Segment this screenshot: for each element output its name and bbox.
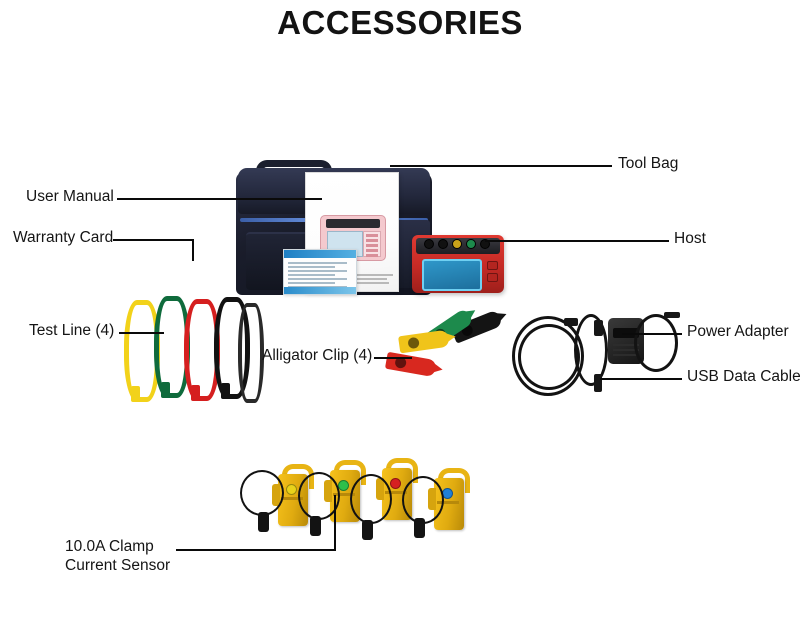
clamp-current-sensors-image xyxy=(240,458,476,562)
host-terminal-4 xyxy=(466,239,476,249)
manual-device-top-panel xyxy=(326,219,380,228)
clamp-sensor-1-cable xyxy=(240,470,284,516)
manual-device-keypad xyxy=(363,231,381,257)
usb-connector-b xyxy=(594,320,603,336)
usb-cable-tail xyxy=(574,314,608,386)
warranty-card-footer-band xyxy=(284,287,356,294)
usb-connector-c xyxy=(594,374,602,392)
usb-cable-loop-inner xyxy=(518,324,580,390)
clamp-sensor-2-connector xyxy=(310,516,321,536)
callout-label-alligator-clip: Alligator Clip (4) xyxy=(262,347,373,364)
callout-label-power-adapter: Power Adapter xyxy=(687,323,789,340)
callout-label-clamp-sensor: 10.0A Clamp Current Sensor xyxy=(65,538,170,576)
host-lcd-screen xyxy=(422,259,482,291)
clamp-sensor-2-indicator xyxy=(338,480,349,491)
clamp-sensor-3-indicator xyxy=(390,478,401,489)
host-button-upper xyxy=(487,261,498,270)
clamp-sensor-3-connector xyxy=(362,520,373,540)
test-line-green xyxy=(154,296,190,398)
leader-line-clamp-sensor-h xyxy=(176,549,336,551)
clamp-sensor-4-label xyxy=(437,501,459,504)
leader-line-user-manual xyxy=(117,198,322,200)
warranty-card-header-band xyxy=(284,250,356,258)
host-button-lower xyxy=(487,273,498,282)
warranty-card-text-lines xyxy=(288,262,352,290)
manual-cover-text-lines xyxy=(349,274,393,286)
usb-connector-a xyxy=(564,318,578,326)
alligator-clip-red xyxy=(384,351,438,378)
leader-line-tool-bag xyxy=(390,165,612,167)
leader-line-test-line xyxy=(119,332,164,334)
leader-line-host xyxy=(485,240,669,242)
callout-label-clamp-sensor-line1: 10.0A Clamp xyxy=(65,538,154,555)
host-terminal-1 xyxy=(424,239,434,249)
callout-label-user-manual: User Manual xyxy=(26,188,114,205)
alligator-clip-yellow xyxy=(398,329,450,354)
power-adapter-dc-plug xyxy=(664,312,680,318)
usb-data-cable-image xyxy=(512,312,612,408)
callout-label-clamp-sensor-line2: Current Sensor xyxy=(65,556,171,574)
callout-label-usb-data-cable: USB Data Cable xyxy=(687,368,800,385)
leader-line-warranty-card-v xyxy=(192,239,194,261)
host-device-image xyxy=(412,235,504,293)
clamp-sensor-3-cable xyxy=(350,474,392,524)
clamp-sensor-1-connector xyxy=(258,512,269,532)
host-terminal-3 xyxy=(452,239,462,249)
test-line-black xyxy=(214,297,250,399)
clamp-sensor-1-indicator xyxy=(286,484,297,495)
clamp-sensor-4-connector xyxy=(414,518,425,538)
test-line-yellow xyxy=(124,300,160,402)
leader-line-warranty-card-h xyxy=(113,239,193,241)
test-line-probe xyxy=(238,303,264,403)
host-terminal-2 xyxy=(438,239,448,249)
test-line-red xyxy=(184,299,220,401)
clamp-sensor-1-label xyxy=(281,497,303,500)
leader-line-alligator-clip xyxy=(374,357,412,359)
leader-line-clamp-sensor-v xyxy=(334,495,336,551)
leader-line-power-adapter xyxy=(622,333,682,335)
host-terminal-5 xyxy=(480,239,490,249)
clamp-sensor-3-label xyxy=(385,491,407,494)
clamp-sensor-2-label xyxy=(333,493,355,496)
callout-label-test-line: Test Line (4) xyxy=(29,322,115,339)
power-adapter-cord xyxy=(634,314,678,372)
clamp-sensor-4-cable xyxy=(402,476,444,524)
warranty-card-image xyxy=(283,249,357,295)
callout-label-host: Host xyxy=(674,230,706,247)
power-adapter-image xyxy=(608,312,686,382)
callout-label-warranty-card: Warranty Card xyxy=(13,229,114,246)
leader-line-usb-data-cable xyxy=(600,378,682,380)
page-title: ACCESSORIES xyxy=(277,4,523,41)
callout-label-tool-bag: Tool Bag xyxy=(618,155,679,172)
power-adapter-vents xyxy=(613,344,639,358)
